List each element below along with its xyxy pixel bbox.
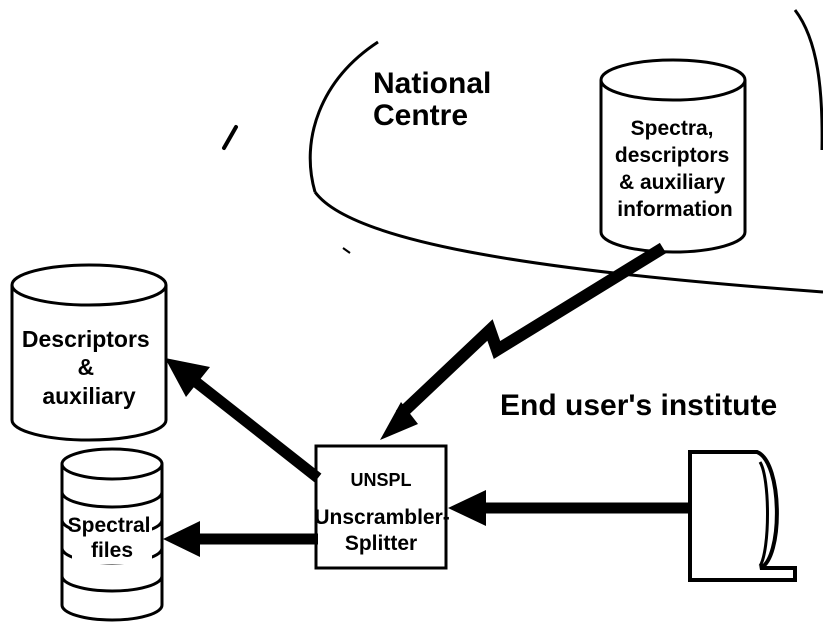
descriptors-database-label: Descriptors & auxiliary (22, 326, 156, 409)
national-centre-boundary-right (793, 9, 823, 151)
spectral-files-label-backdrop (72, 512, 152, 564)
end-user-institute-label: End user's institute (500, 389, 777, 422)
central-database-icon (599, 58, 747, 254)
spectral-files-label: Spectral files (68, 514, 157, 562)
scan-mark-small (342, 247, 351, 254)
unscrambler-name-label: Unscrambler- Splitter (314, 506, 455, 555)
computer-terminal-icon (688, 450, 797, 582)
unscrambler-code-label: UNSPL (350, 470, 411, 490)
arrow-to-descriptors (192, 377, 322, 483)
national-centre-label: National Centre (373, 67, 500, 132)
zigzag-link (395, 242, 667, 420)
arrow-from-terminal-head (448, 490, 486, 526)
arrow-to-spectral-files-head (163, 521, 200, 557)
zigzag-link-arrowhead (380, 402, 418, 440)
terminal-screen-edge (758, 461, 769, 567)
central-database-label: Spectra, descriptors & auxiliary informa… (615, 117, 735, 221)
unscrambler-splitter-box (314, 444, 448, 570)
national-centre-boundary-bottom (313, 191, 823, 294)
descriptors-database-icon (10, 263, 168, 442)
scan-mark (222, 125, 238, 150)
arrow-to-descriptors-head (165, 358, 210, 397)
national-centre-boundary (308, 40, 379, 193)
